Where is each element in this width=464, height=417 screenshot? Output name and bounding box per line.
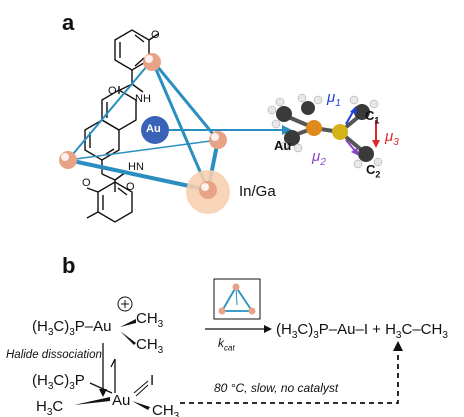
svg-text:CH3: CH3 — [152, 402, 180, 417]
dipole-mu2-label: μ2 — [312, 148, 326, 168]
svg-text:HN: HN — [128, 161, 144, 173]
carbon1-label: C1 — [365, 108, 380, 126]
dipole-mu1-label: μ1 — [327, 89, 341, 109]
svg-text:(H3C)3P: (H3C)3P — [32, 372, 85, 392]
panel-label-b: b — [62, 253, 76, 278]
svg-text:Au: Au — [112, 392, 130, 409]
dipole-mu3-label: μ3 — [385, 128, 399, 148]
reaction-scheme: (H3C)3P–Au CH3 CH3 (H3C)3P–Au–I + H3C–CH… — [32, 278, 448, 417]
uncatalyzed-condition-label: 80 °C, slow, no catalyst — [214, 381, 339, 395]
svg-text:O: O — [126, 181, 135, 193]
vertex-sphere-top — [143, 53, 161, 71]
svg-text:I: I — [150, 372, 154, 389]
gold-guest-label: Au — [146, 123, 161, 135]
cage-vertices — [59, 53, 227, 199]
vertex-sphere-left — [59, 151, 77, 169]
gold-atom-label: Au — [274, 138, 292, 153]
svg-text:(H3C)3P–Au: (H3C)3P–Au — [32, 318, 111, 338]
svg-text:H3C: H3C — [36, 398, 63, 417]
svg-text:CH3: CH3 — [136, 310, 164, 330]
vertex-label: In/Ga — [239, 183, 276, 200]
vertex-sphere-right — [209, 131, 227, 149]
panel-label-a: a — [62, 10, 75, 35]
svg-text:CH3: CH3 — [136, 336, 164, 356]
carbon2-label: C2 — [366, 162, 381, 180]
svg-text:O: O — [151, 29, 160, 41]
svg-text:O: O — [82, 177, 91, 189]
svg-text:(H3C)3P–Au–I + H3C–CH3: (H3C)3P–Au–I + H3C–CH3 — [276, 321, 448, 341]
catalyst-cage-icon — [221, 286, 253, 312]
svg-text:O: O — [108, 85, 117, 97]
cage-edges — [67, 59, 220, 192]
gold-complex-model — [267, 93, 383, 169]
vertex-sphere-bottom — [199, 181, 217, 199]
rate-constant-label: kcat — [218, 336, 235, 353]
svg-text:NH: NH — [135, 93, 151, 105]
gold-guest-sphere — [141, 116, 169, 144]
cage-illustration: O NH O O HN O — [59, 29, 292, 223]
halide-dissociation-label: Halide dissociation — [6, 349, 102, 361]
